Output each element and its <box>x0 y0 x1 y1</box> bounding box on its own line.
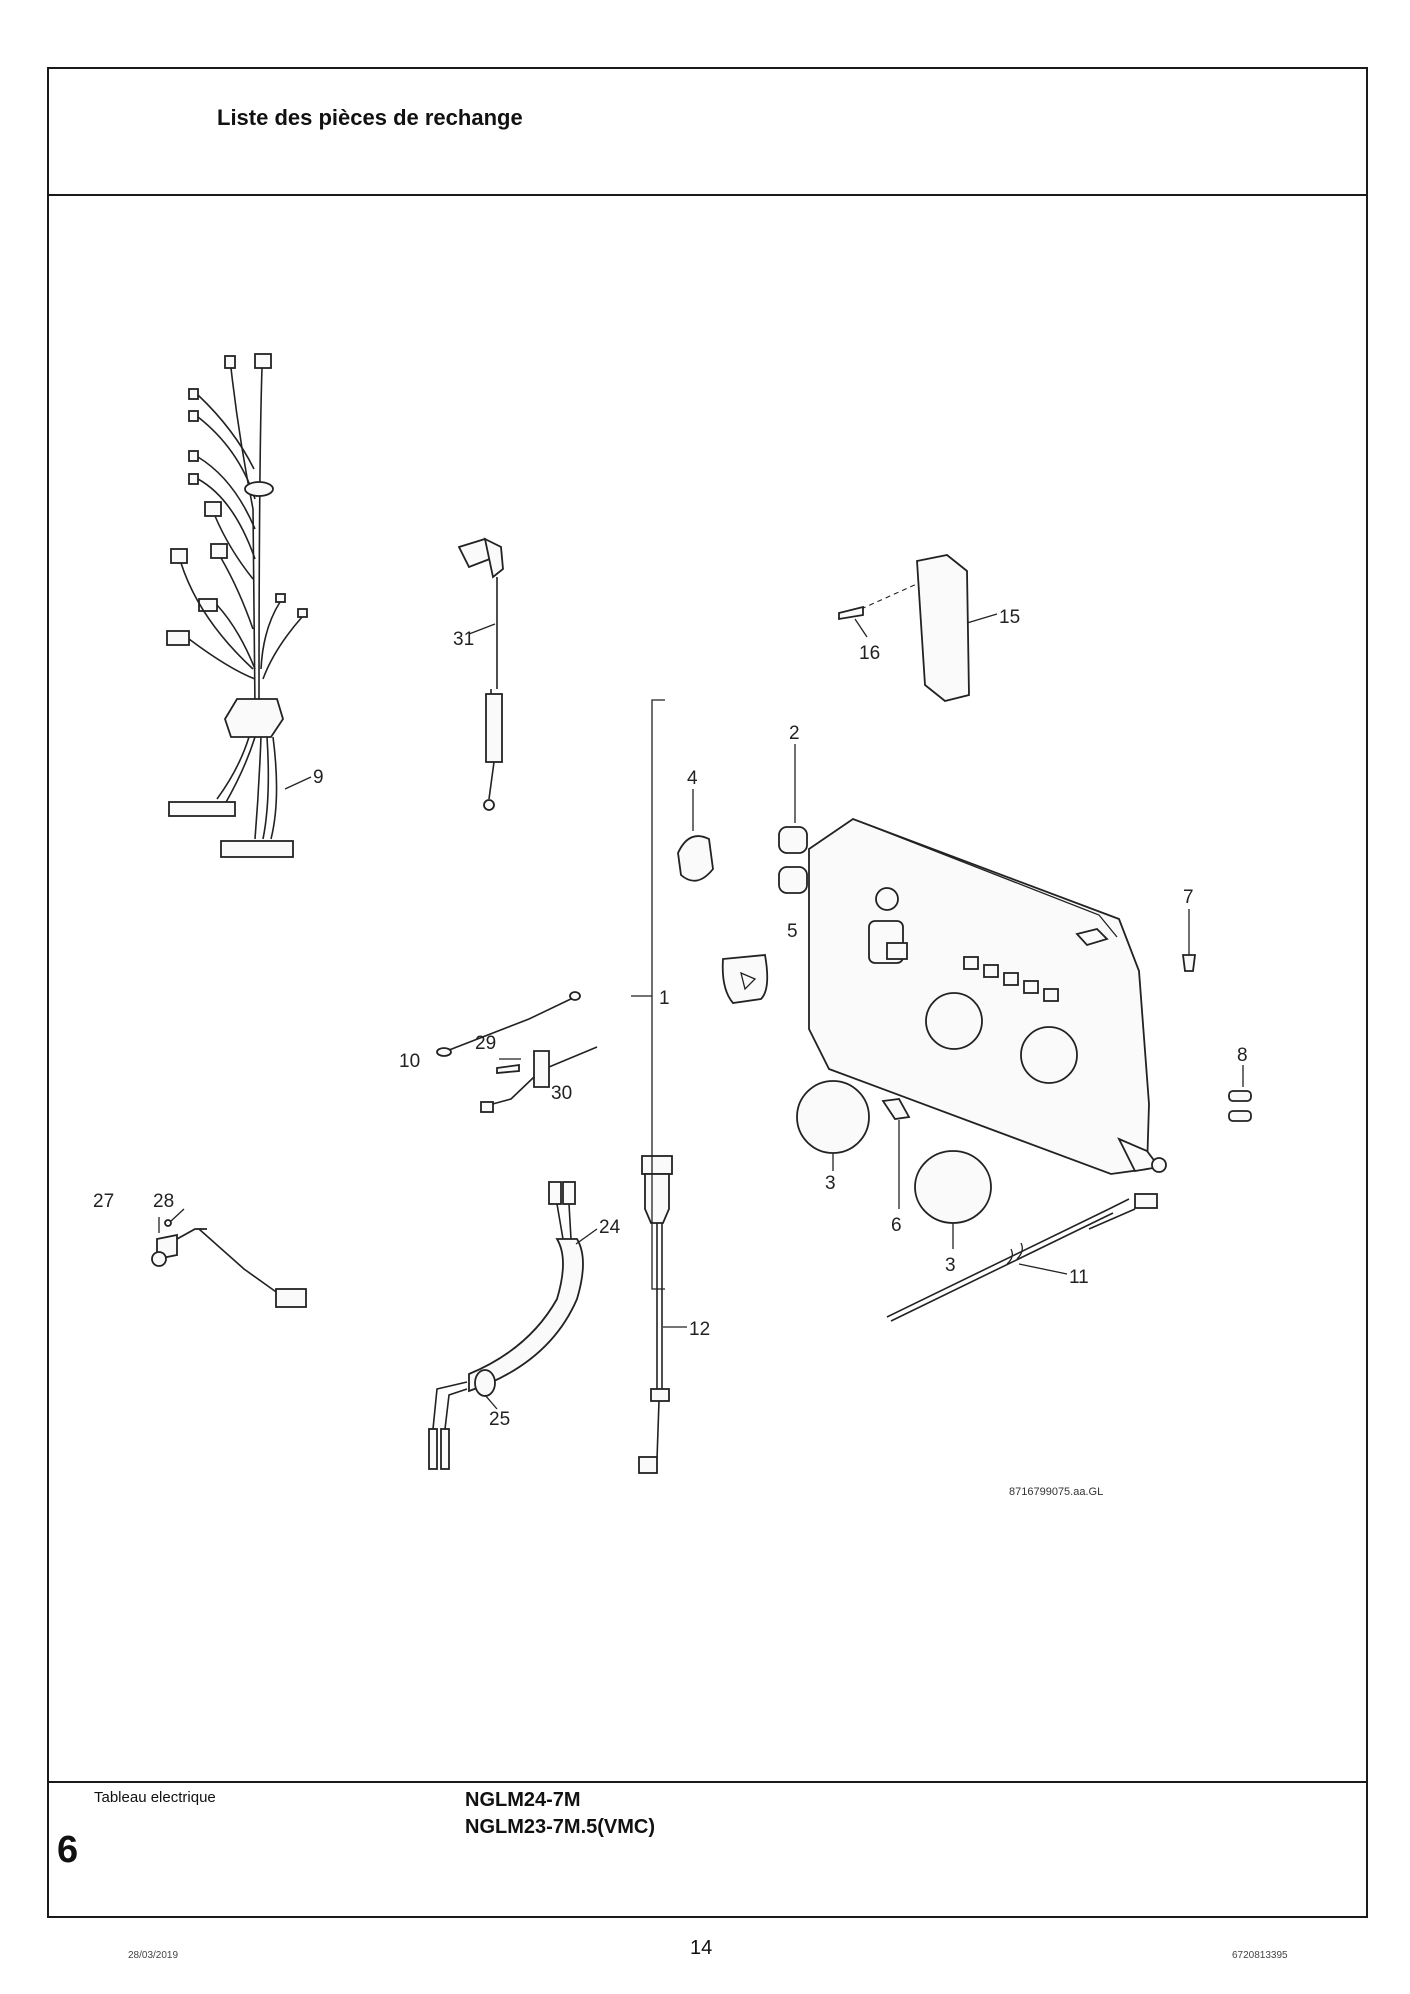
assembly-bracket-1 <box>631 699 665 1290</box>
wiring-harness-9 <box>166 353 312 858</box>
callout-3b: 3 <box>945 1255 956 1276</box>
harness-12 <box>638 1155 687 1474</box>
callout-31: 31 <box>453 629 474 650</box>
fuses-7-8 <box>1181 909 1252 1122</box>
page-date: 28/03/2019 <box>128 1950 179 1961</box>
exploded-parts-diagram: 1 2 3 3 4 5 6 7 8 9 10 11 12 15 16 24 25… <box>93 353 1252 1498</box>
section-label: Tableau electrique <box>94 1789 216 1806</box>
page-frame: Liste des pièces de rechange <box>47 67 1368 1918</box>
callout-5: 5 <box>787 921 798 942</box>
bracket-15-16 <box>838 554 998 702</box>
callout-7: 7 <box>1183 887 1194 908</box>
probe-11 <box>886 1193 1158 1322</box>
footer-divider <box>49 1781 1366 1783</box>
control-box <box>808 817 1167 1175</box>
model-1: NGLM24-7M <box>465 1789 581 1811</box>
control-knobs-3-6 <box>796 1080 992 1249</box>
knobs-2-4 <box>677 744 808 894</box>
callout-8: 8 <box>1237 1045 1248 1066</box>
callout-16: 16 <box>859 643 880 664</box>
callout-15: 15 <box>999 607 1020 628</box>
callout-labels: 1 2 3 3 4 5 6 7 8 9 10 11 12 15 16 24 25… <box>93 607 1248 1498</box>
drawing-reference: 8716799075.aa.GL <box>1009 1486 1103 1498</box>
page-number: 14 <box>690 1937 713 1959</box>
page-title: Liste des pièces de rechange <box>217 105 523 130</box>
callout-1: 1 <box>659 988 670 1009</box>
callout-10: 10 <box>399 1051 420 1072</box>
ignition-cable-24-25 <box>428 1181 598 1470</box>
callout-24: 24 <box>599 1217 621 1238</box>
callout-29: 29 <box>475 1033 496 1054</box>
document-number: 6720813395 <box>1232 1950 1288 1961</box>
callout-9: 9 <box>313 767 324 788</box>
callout-2: 2 <box>789 723 800 744</box>
header-divider <box>49 194 1366 196</box>
callout-11: 11 <box>1069 1267 1089 1288</box>
callout-30: 30 <box>551 1083 572 1104</box>
earth-wire-10-29-30 <box>436 991 598 1113</box>
callout-12: 12 <box>689 1319 710 1340</box>
callout-4: 4 <box>687 768 698 789</box>
sensor-cable-31 <box>457 537 504 811</box>
callout-28: 28 <box>153 1191 174 1212</box>
model-2: NGLM23-7M.5(VMC) <box>465 1816 656 1838</box>
cover-5 <box>721 954 769 1004</box>
callout-6: 6 <box>891 1215 902 1236</box>
callout-3: 3 <box>825 1173 836 1194</box>
callout-25: 25 <box>489 1409 510 1430</box>
callout-27: 27 <box>93 1191 114 1212</box>
section-number: 6 <box>57 1829 79 1871</box>
cable-27-28 <box>151 1208 307 1308</box>
